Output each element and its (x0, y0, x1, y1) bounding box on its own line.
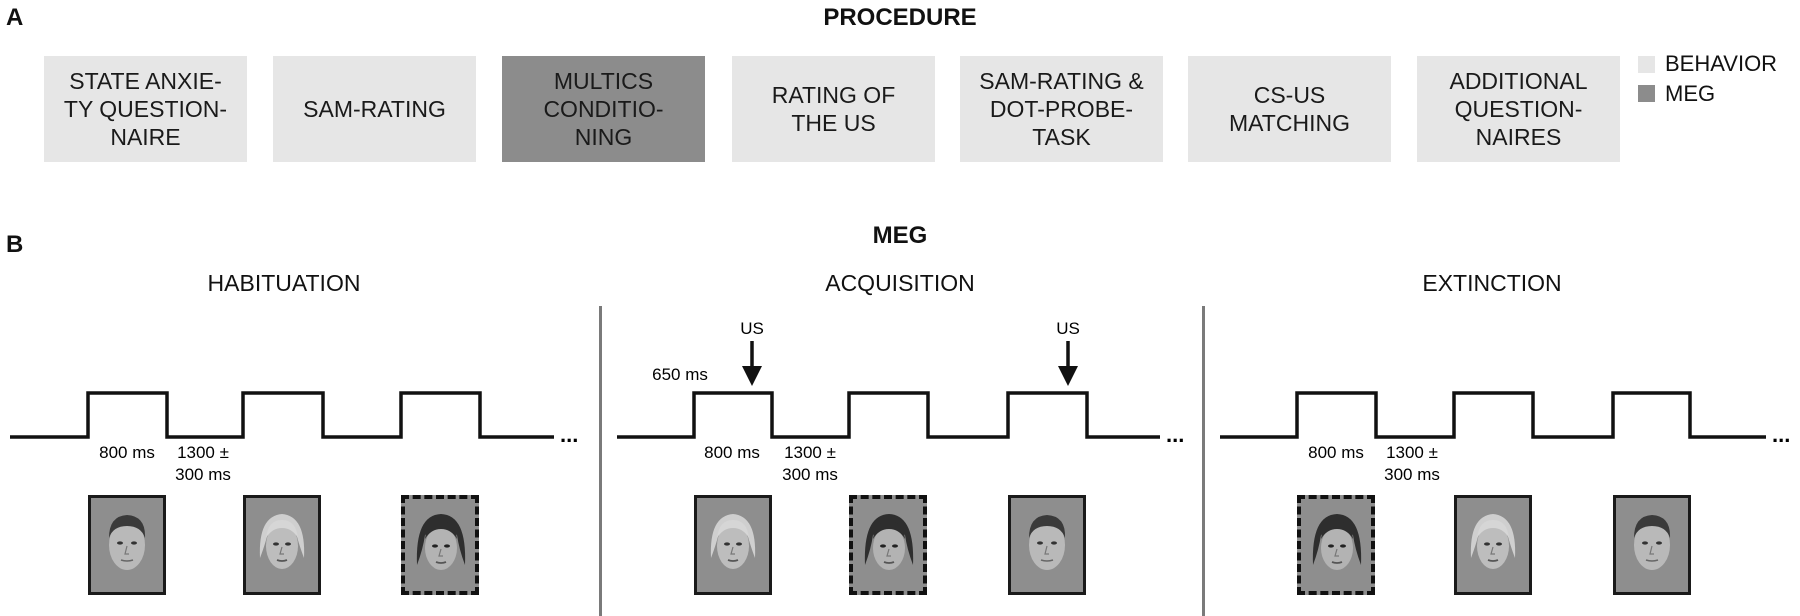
us-label-2: US (1056, 319, 1080, 338)
face-male-icon (1029, 515, 1066, 570)
legend-label-behavior: BEHAVIOR (1665, 51, 1778, 76)
face-stimulus-female-dark (401, 495, 479, 595)
procedure-title: PROCEDURE (823, 4, 977, 31)
face-female-blonde-icon (259, 514, 305, 569)
face-female-dark-icon (1312, 514, 1362, 570)
face-female-dark-icon (416, 514, 466, 570)
face-stimulus-male (1008, 495, 1086, 595)
face-stimulus-female-blonde (694, 495, 772, 595)
phase-title-habituation: HABITUATION (207, 270, 361, 296)
face-stimulus-female-blonde (243, 495, 321, 595)
face-stimulus-female-dark (849, 495, 927, 595)
face-male-icon (1634, 515, 1671, 570)
procedure-box-additional-questionnaires: ADDITIONAL QUESTION- NAIRES (1417, 56, 1620, 162)
timeline-acquisition (617, 391, 1160, 439)
isi-label-2-habituation: 300 ms (175, 465, 231, 484)
stim-duration-acquisition: 800 ms (704, 443, 760, 462)
us-arrow-2-head (1058, 366, 1078, 386)
face-stimulus-female-blonde (1454, 495, 1532, 595)
procedure-box-sam-dot-probe: SAM-RATING & DOT-PROBE- TASK (960, 56, 1163, 162)
isi-label-1-acquisition: 1300 ± (784, 443, 836, 462)
phase-divider-2 (1202, 306, 1205, 616)
face-stimulus-female-dark (1297, 495, 1375, 595)
isi-label-2-acquisition: 300 ms (782, 465, 838, 484)
procedure-box-rating-us: RATING OF THE US (732, 56, 935, 162)
procedure-box-cs-us-matching: CS-US MATCHING (1188, 56, 1391, 162)
timeline-habituation (10, 391, 554, 439)
face-female-blonde-icon (710, 514, 756, 569)
us-arrow-1-head (742, 366, 762, 386)
isi-label-1-habituation: 1300 ± (177, 443, 229, 462)
face-stimulus-male (88, 495, 166, 595)
timeline-extinction (1220, 391, 1766, 439)
us-label-1: US (740, 319, 764, 338)
legend-label-meg: MEG (1665, 81, 1716, 106)
continuation-dots-extinction: ... (1772, 422, 1790, 447)
isi-label-2-extinction: 300 ms (1384, 465, 1440, 484)
procedure-box-state-anxiety: STATE ANXIE- TY QUESTION- NAIRE (44, 56, 247, 162)
face-female-dark-icon (864, 514, 914, 570)
procedure-box-sam-rating: SAM-RATING (273, 56, 476, 162)
legend-swatch-behavior (1638, 56, 1655, 73)
procedure-box-multics-conditioning: MULTICS CONDITIO- NING (502, 56, 705, 162)
continuation-dots-habituation: ... (560, 422, 578, 447)
phase-title-extinction: EXTINCTION (1422, 270, 1562, 296)
face-male-icon (109, 515, 146, 570)
panel-a-letter: A (6, 4, 24, 31)
phase-title-acquisition: ACQUISITION (825, 270, 975, 296)
us-delay-label: 650 ms (652, 365, 708, 384)
face-female-blonde-icon (1470, 514, 1516, 569)
legend-swatch-meg (1638, 85, 1655, 102)
panel-b-letter: B (6, 231, 24, 258)
continuation-dots-acquisition: ... (1166, 422, 1184, 447)
stim-duration-extinction: 800 ms (1308, 443, 1364, 462)
stim-duration-habituation: 800 ms (99, 443, 155, 462)
meg-title: MEG (872, 222, 928, 249)
isi-label-1-extinction: 1300 ± (1386, 443, 1438, 462)
phase-divider-1 (599, 306, 602, 616)
face-stimulus-male (1613, 495, 1691, 595)
